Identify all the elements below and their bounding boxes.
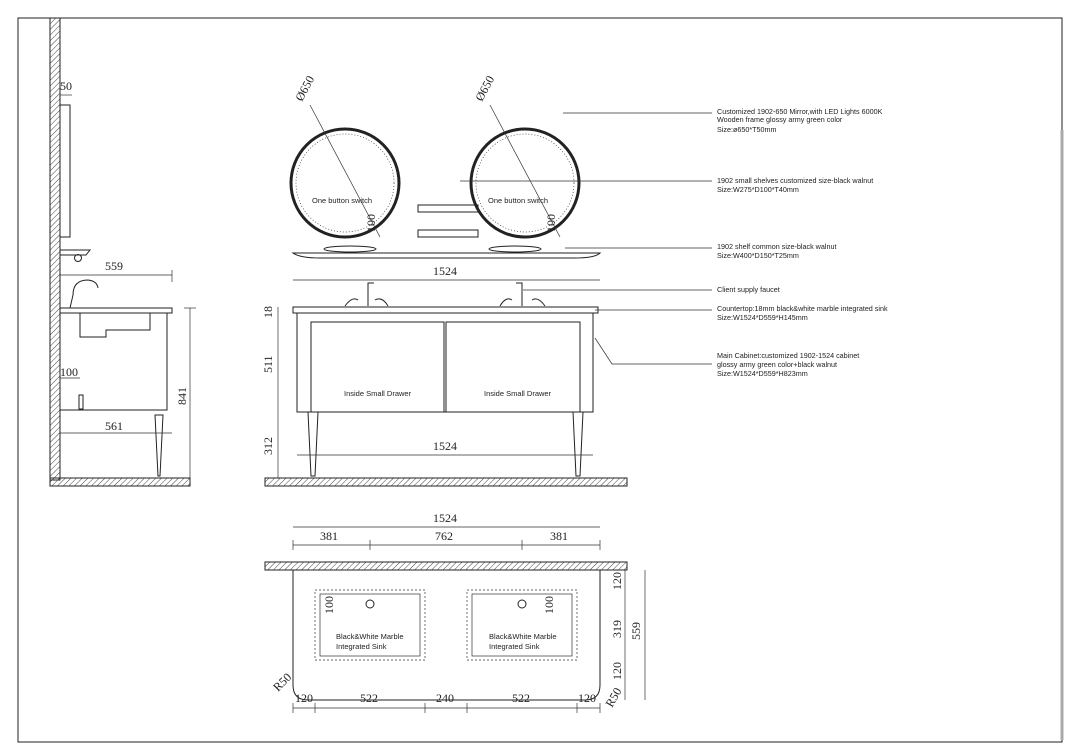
note-cabinet: Main Cabinet:customized 1902-1524 cabine… [717,351,861,378]
countertop-front [292,306,599,314]
mirror-left [289,127,401,239]
plan-view: 1524 381 762 381 100 Black&White Marble … [264,511,646,713]
dim-bottom-3: 522 [512,691,530,705]
dim-mirror-left: Ø650 [292,73,317,103]
drawer-left-label: Inside Small Drawer [344,389,412,398]
countertop-plan [292,570,601,701]
dim-plan-depth: 559 [629,622,643,640]
note-countertop: Countertop:18mm black&white marble integ… [717,304,890,322]
dim-switch-right: 100 [544,214,558,232]
dim-cabinet-width: 1524 [433,439,457,453]
dim-bottom-4: 120 [578,691,596,705]
leg-right [572,411,584,477]
sink-left-plan [314,589,426,661]
mirror-right [469,127,581,239]
faucets-front [367,282,523,306]
dim-depth-top: 559 [105,259,123,273]
dim-bottom-1: 522 [360,691,378,705]
small-shelf-upper [417,204,479,213]
sink-right-label-1: Black&White Marble [489,632,557,641]
dim-top-thickness: 18 [261,306,275,318]
shelf-side [60,249,92,256]
dim-right-1: 319 [610,620,624,638]
drawer-right-label: Inside Small Drawer [484,389,552,398]
dim-switch-left: 100 [364,214,378,232]
sink-side [79,313,151,338]
dim-sink-right: 100 [542,596,556,614]
faucet-side-icon [69,279,99,309]
countertop-side [59,307,173,314]
radius-right: R50 [602,685,624,709]
radius-left: R50 [270,670,294,694]
dim-pipe: 100 [60,365,78,379]
small-shelf-lower [417,229,479,238]
dim-cabinet-height: 511 [261,355,275,373]
leg-side [154,414,164,477]
dim-height: 841 [175,387,189,405]
dim-shelf-width: 1524 [433,264,457,278]
note-shelf: 1902 shelf common size-black walnut Size… [717,242,838,260]
dim-top-1: 762 [435,529,453,543]
dim-depth-bottom: 561 [105,419,123,433]
sink-left-label-2: Integrated Sink [336,642,387,651]
cabinet-front [296,312,594,413]
dim-bottom-0: 120 [295,691,313,705]
dim-bottom-2: 240 [436,691,454,705]
cabinet-side [59,312,168,411]
dim-mirror-right: Ø650 [472,73,497,103]
sink-left-label-1: Black&White Marble [336,632,404,641]
dim-mirror-depth: 50 [60,79,72,93]
drawer-right[interactable] [445,321,581,413]
shelf-front [291,252,602,259]
dim-right-0: 120 [610,572,624,590]
mirror-side [59,104,71,238]
note-faucet: Client supply faucet [717,285,780,294]
dim-plan-width: 1524 [433,511,457,525]
dim-right-2: 120 [610,662,624,680]
dim-top-2: 381 [550,529,568,543]
dim-top-0: 381 [320,529,338,543]
note-small-shelves: 1902 small shelves customized size-black… [717,176,875,194]
leg-left [307,411,319,477]
dim-sink-left: 100 [322,596,336,614]
dim-leg-height: 312 [261,437,275,455]
front-view: Ø650 One button switch 100 Ø650 One butt… [261,73,628,487]
switch-right-label: One button switch [488,196,548,205]
side-view: 50 559 100 561 841 [49,17,196,487]
sink-right-label-2: Integrated Sink [489,642,540,651]
drawer-left[interactable] [310,321,445,413]
sink-right-plan [466,589,578,661]
annotations: Customized 1902-650 Mirror,with LED Ligh… [460,107,890,378]
switch-left-label: One button switch [312,196,372,205]
note-mirror: Customized 1902-650 Mirror,with LED Ligh… [717,107,884,134]
